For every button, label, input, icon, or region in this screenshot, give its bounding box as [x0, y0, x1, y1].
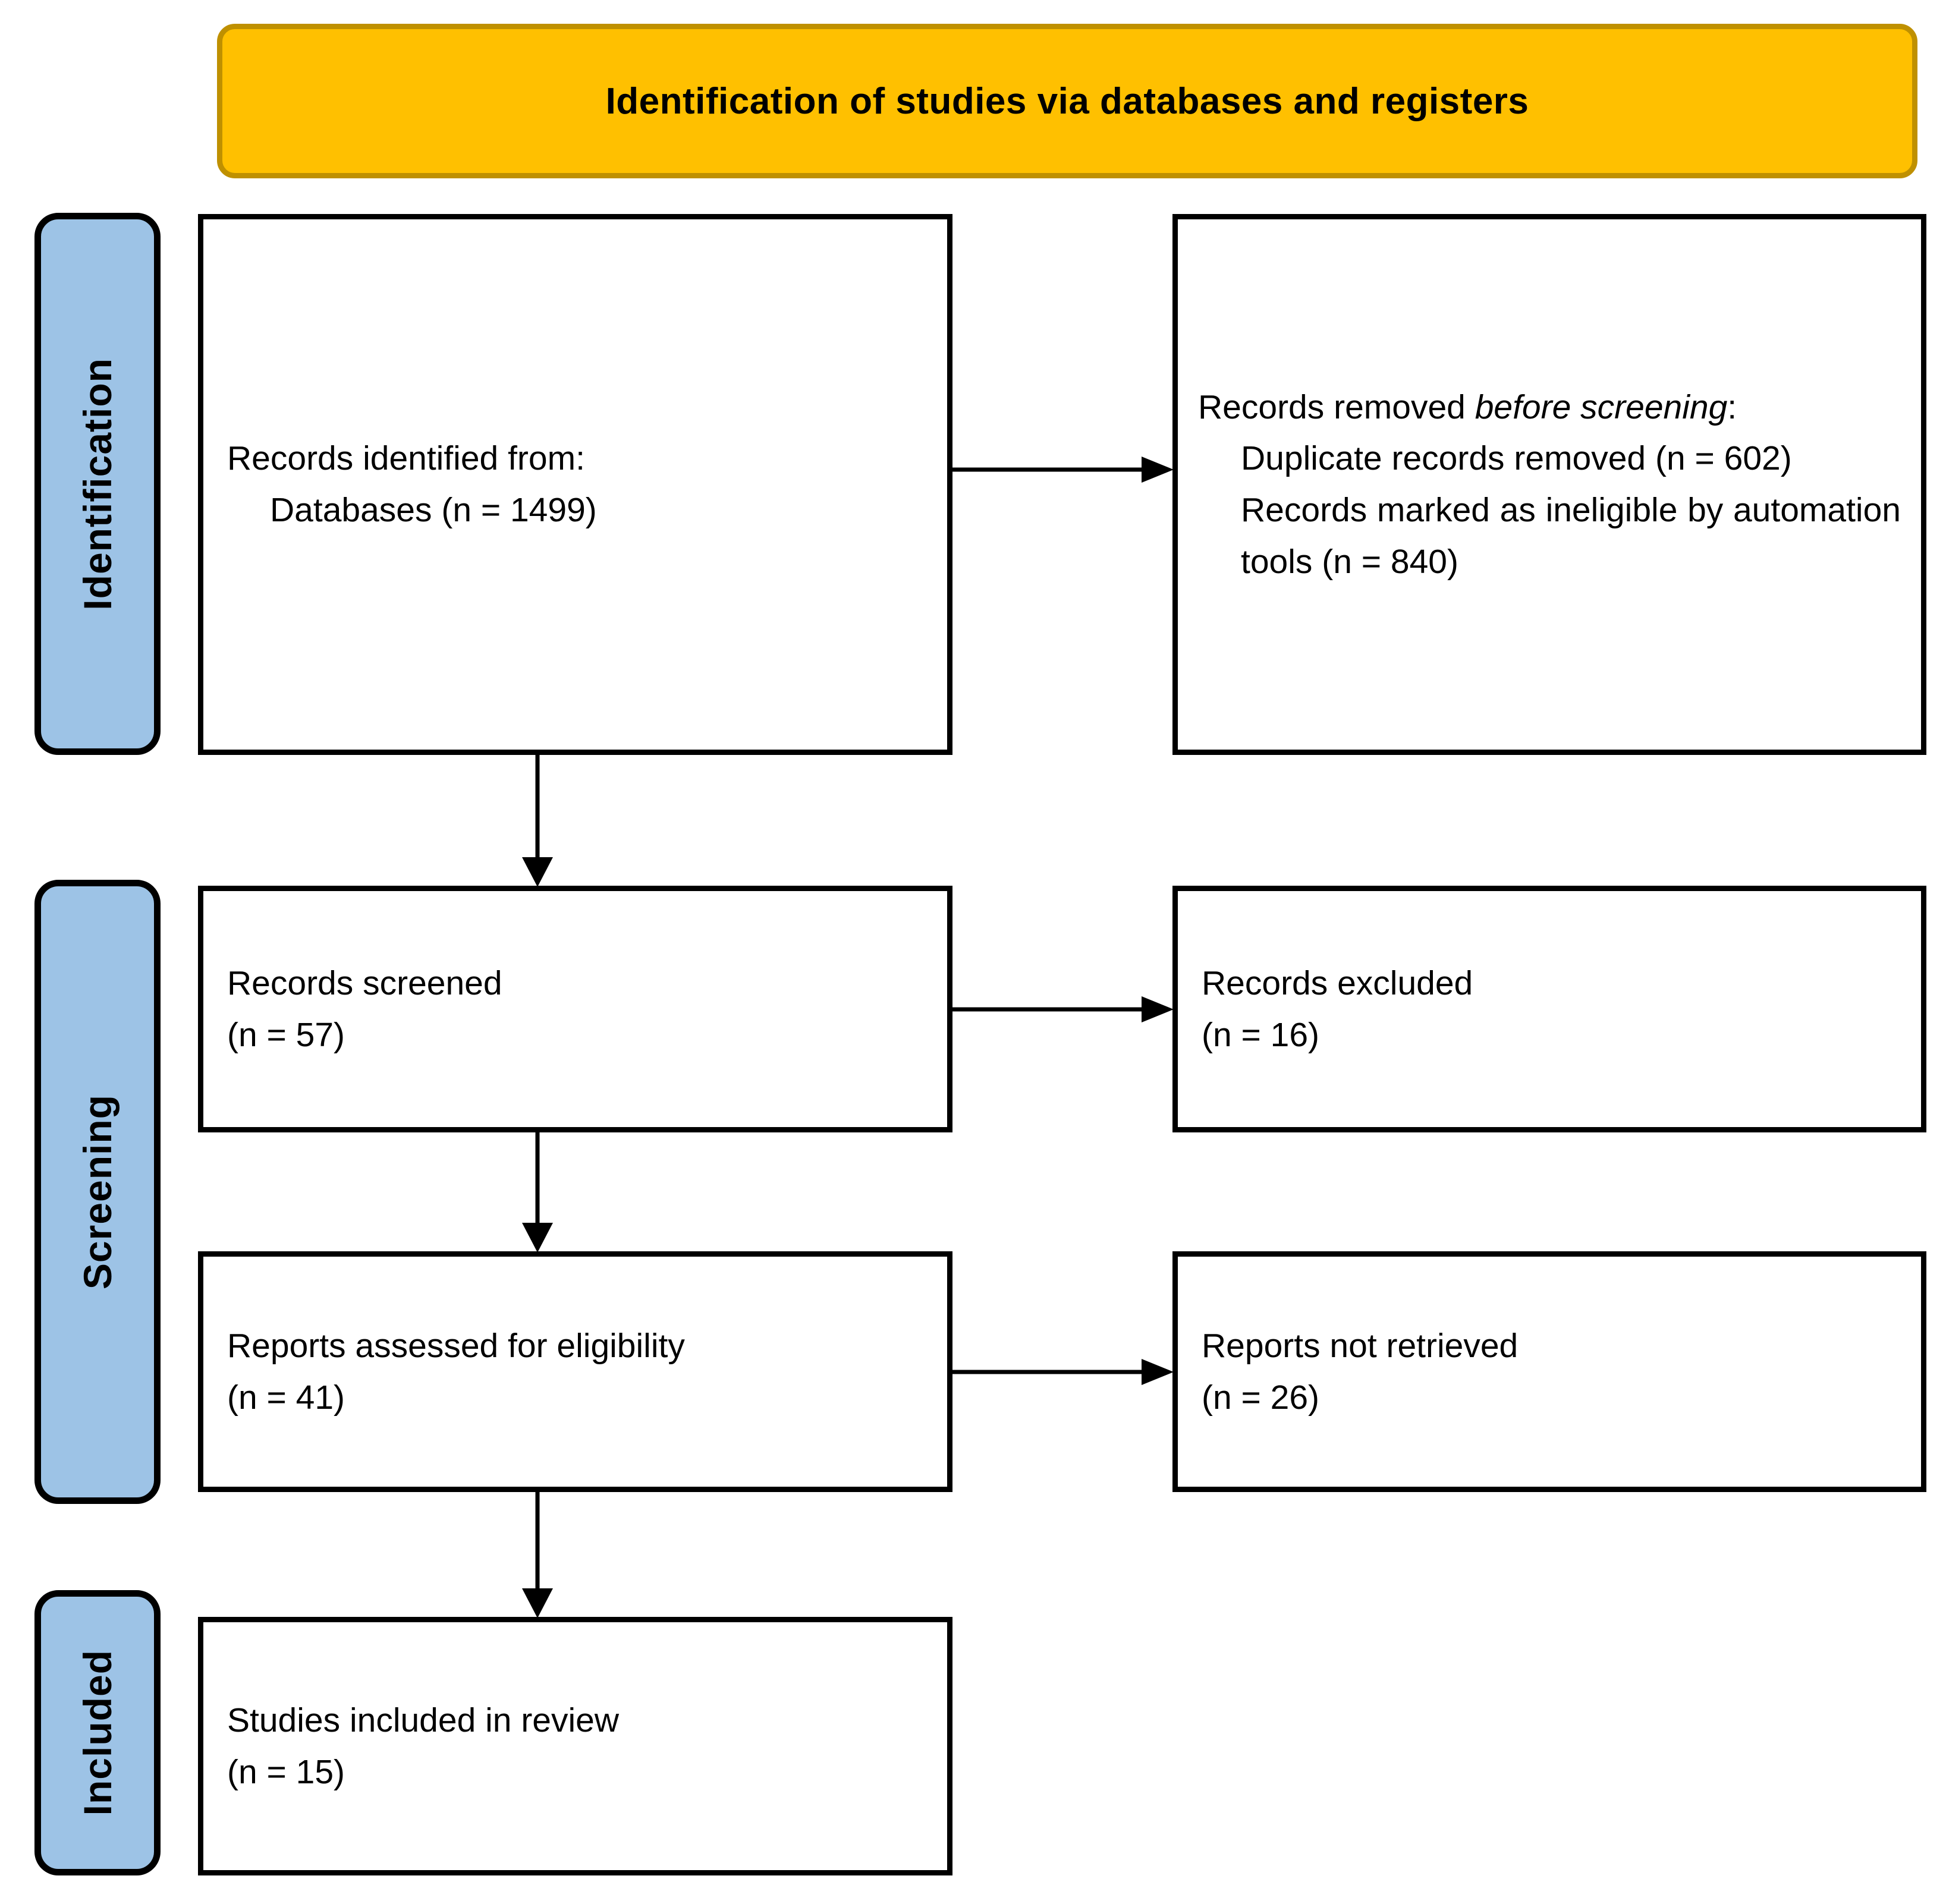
box-reports-not-retrieved: Reports not retrieved (n = 26) — [1172, 1251, 1926, 1492]
arrow-assessed-to-not-retrieved — [952, 1354, 1174, 1390]
box-records-excluded: Records excluded (n = 16) — [1172, 886, 1926, 1132]
diagram-header-banner: Identification of studies via databases … — [217, 24, 1917, 178]
records-excluded-line-2: (n = 16) — [1202, 1015, 1320, 1054]
box-records-identified: Records identified from: Databases (n = … — [198, 214, 952, 755]
stage-label-screening-text: Screening — [76, 1094, 120, 1290]
records-identified-line-2: Databases (n = 1499) — [270, 491, 597, 529]
stage-label-screening: Screening — [34, 880, 161, 1504]
box-reports-assessed: Reports assessed for eligibility (n = 41… — [198, 1251, 952, 1492]
arrow-identified-to-screened — [520, 755, 555, 887]
stage-label-included: Included — [34, 1590, 161, 1875]
arrow-assessed-to-included — [520, 1492, 555, 1618]
reports-assessed-line-2: (n = 41) — [227, 1378, 345, 1417]
box-studies-included: Studies included in review (n = 15) — [198, 1617, 952, 1875]
stage-label-identification: Identification — [34, 213, 161, 755]
reports-not-retrieved-line-1: Reports not retrieved — [1202, 1326, 1519, 1365]
records-removed-duplicates: Duplicate records removed (n = 602) — [1241, 439, 1792, 478]
records-screened-line-2: (n = 57) — [227, 1015, 345, 1054]
arrow-screened-to-assessed — [520, 1132, 555, 1252]
studies-included-line-1: Studies included in review — [227, 1701, 620, 1739]
reports-assessed-line-1: Reports assessed for eligibility — [227, 1326, 685, 1365]
records-identified-line-1: Records identified from: — [227, 439, 585, 478]
arrow-identified-to-removed — [952, 452, 1174, 487]
records-removed-automation: Records marked as ineligible by automati… — [1241, 491, 1901, 581]
records-excluded-line-1: Records excluded — [1202, 964, 1473, 1002]
box-records-screened: Records screened (n = 57) — [198, 886, 952, 1132]
records-removed-heading: Records removed before screening: — [1198, 382, 1901, 433]
reports-not-retrieved-line-2: (n = 26) — [1202, 1378, 1320, 1417]
records-screened-line-1: Records screened — [227, 964, 502, 1002]
records-removed-heading-suffix: : — [1727, 388, 1737, 426]
stage-label-identification-text: Identification — [76, 357, 120, 610]
records-removed-heading-prefix: Records removed — [1198, 388, 1475, 426]
stage-label-included-text: Included — [76, 1650, 120, 1816]
studies-included-line-2: (n = 15) — [227, 1752, 345, 1791]
diagram-title: Identification of studies via databases … — [605, 80, 1529, 122]
arrow-screened-to-excluded — [952, 992, 1174, 1027]
box-records-removed: Records removed before screening: Duplic… — [1172, 214, 1926, 755]
records-removed-heading-italic: before screening — [1475, 388, 1728, 426]
